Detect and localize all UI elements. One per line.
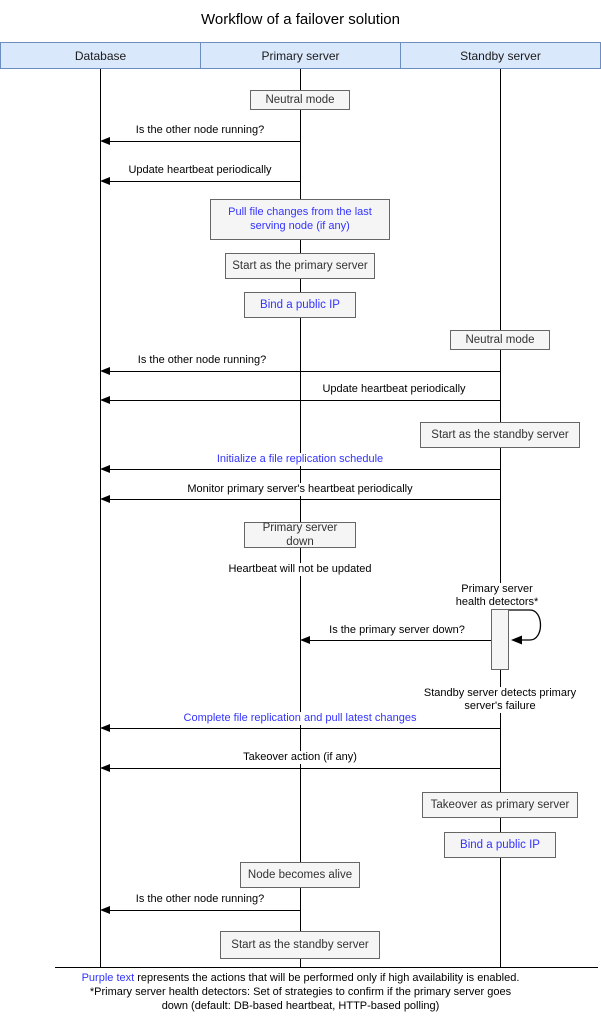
arrowhead-left-icon: [100, 495, 110, 503]
lane-header-primary-server-label: Primary server: [261, 48, 340, 63]
step-box-neutral-mode-primary: Neutral mode: [250, 90, 350, 110]
message-label: Is the other node running?: [134, 354, 270, 367]
step-box-label: Start as the standby server: [431, 428, 569, 441]
arrowhead-left-icon: [300, 636, 310, 644]
step-box-label: Pull file changes from the last serving …: [228, 205, 372, 232]
message-label: Is the other node running?: [132, 893, 268, 906]
message-line: [108, 910, 300, 911]
message-line: [108, 768, 500, 769]
note-health-detectors: Primary server health detectors*: [445, 583, 549, 609]
footer-purple-text: Purple text: [81, 972, 135, 984]
lifeline-database: [100, 69, 101, 968]
step-box-bind-public-ip-standby: Bind a public IP: [444, 832, 556, 858]
lane-header-standby-server: Standby server: [400, 42, 601, 69]
lifeline-standby-server: [500, 69, 501, 968]
diagram-title: Workflow of a failover solution: [201, 11, 400, 28]
footer-line-3: down (default: DB-based heartbeat, HTTP-…: [161, 1000, 440, 1012]
self-loop-arrow: [509, 609, 542, 645]
step-box-bind-public-ip-primary: Bind a public IP: [244, 292, 356, 318]
message-line: [108, 141, 300, 142]
arrowhead-left-icon: [100, 367, 110, 375]
step-box-node-becomes-alive: Node becomes alive: [240, 862, 360, 888]
lifeline-primary-server: [300, 69, 301, 968]
note-standby-detects-failure: Standby server detects primary server's …: [413, 687, 587, 713]
arrowhead-left-icon: [100, 724, 110, 732]
message-label: Is the primary server down?: [326, 624, 468, 637]
lane-header-standby-server-label: Standby server: [460, 48, 541, 63]
step-box-start-standby: Start as the standby server: [420, 422, 580, 448]
lane-header-database-label: Database: [74, 48, 127, 63]
message-line: [108, 499, 500, 500]
step-box-label: Neutral mode: [465, 333, 535, 346]
step-box-label: Bind a public IP: [260, 298, 340, 311]
step-box-primary-server-down: Primary server down: [244, 522, 356, 548]
arrowhead-left-icon: [100, 906, 110, 914]
note-heartbeat-not-updated: Heartbeat will not be updated: [226, 563, 374, 576]
step-box-label: Bind a public IP: [460, 838, 540, 851]
step-box-takeover-primary: Takeover as primary server: [422, 792, 578, 818]
step-box-label: Start as the primary server: [232, 259, 368, 272]
step-box-label: Takeover as primary server: [430, 798, 570, 811]
lane-header-database: Database: [0, 42, 201, 69]
footer-legend: Purple text represents the actions that …: [0, 971, 601, 1013]
footer-line-2: *Primary server health detectors: Set of…: [89, 986, 512, 998]
message-label: Update heartbeat periodically: [125, 164, 275, 177]
message-line: [308, 640, 491, 641]
message-label: Update heartbeat periodically: [319, 383, 469, 396]
message-label: Takeover action (if any): [240, 751, 360, 764]
message-line: [108, 728, 500, 729]
lane-header-primary-server: Primary server: [200, 42, 401, 69]
step-box-label: Node becomes alive: [247, 868, 353, 881]
activation-bar-standby: [491, 609, 509, 670]
message-line: [108, 469, 500, 470]
message-label: Complete file replication and pull lates…: [180, 712, 420, 725]
footer-line-1-rest: represents the actions that will be perf…: [134, 972, 520, 984]
message-line: [108, 400, 500, 401]
message-label: Monitor primary server's heartbeat perio…: [184, 483, 416, 496]
arrowhead-left-icon: [100, 764, 110, 772]
step-box-label: Start as the standby server: [231, 938, 369, 951]
arrowhead-left-icon: [100, 137, 110, 145]
arrowhead-left-icon: [100, 465, 110, 473]
step-box-pull-file-changes: Pull file changes from the last serving …: [210, 199, 390, 240]
step-box-neutral-mode-standby: Neutral mode: [450, 330, 550, 350]
arrowhead-left-icon: [100, 177, 110, 185]
step-box-label: Neutral mode: [265, 93, 335, 106]
step-box-label: Primary server down: [262, 521, 338, 548]
arrowhead-left-icon: [100, 396, 110, 404]
step-box-start-standby-on-primary: Start as the standby server: [220, 931, 380, 959]
message-label: Initialize a file replication schedule: [213, 453, 387, 466]
footer-line-1: Purple text represents the actions that …: [0, 971, 601, 985]
diagram-end-line: [55, 967, 598, 968]
message-label: Is the other node running?: [132, 124, 268, 137]
message-line: [108, 371, 500, 372]
message-line: [108, 181, 300, 182]
step-box-start-primary: Start as the primary server: [225, 253, 375, 279]
